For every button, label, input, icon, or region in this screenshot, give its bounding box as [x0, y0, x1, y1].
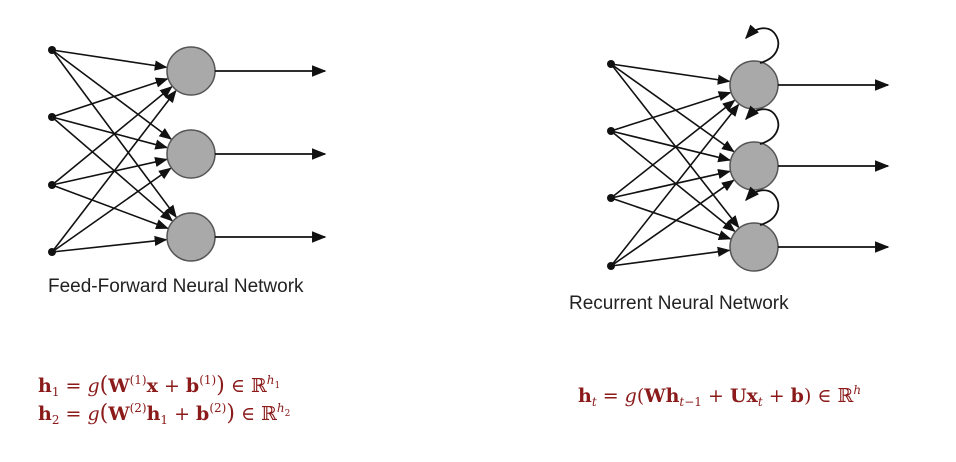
recurrent-equation: ht = g(Wht−1 + Uxt + b) ∈ ℝh	[578, 383, 862, 409]
hidden-node	[729, 60, 779, 110]
recurrent-loop-arrow	[745, 186, 780, 226]
connection-arrow	[51, 116, 169, 150]
connection-arrow	[51, 235, 168, 253]
connection-arrow	[610, 130, 736, 233]
connection-arrow	[51, 116, 174, 222]
input-node	[607, 60, 615, 68]
connection-arrow	[610, 103, 740, 267]
feedforward-caption: Feed-Forward Neural Network	[48, 276, 304, 297]
hidden-node	[166, 129, 216, 179]
hidden-node	[729, 141, 779, 191]
connection-arrow	[51, 49, 168, 71]
hidden-node	[166, 212, 216, 262]
connection-arrow	[51, 156, 168, 186]
connection-arrow	[51, 184, 169, 229]
feedforward-network	[48, 46, 327, 262]
input-node	[48, 113, 56, 121]
connection-arrow	[610, 91, 732, 132]
feedforward-equation-h2: h2 = g(W(2)h1 + b(2)) ∈ ℝh2	[38, 401, 291, 427]
connection-arrow	[51, 86, 173, 186]
recurrent-loop-arrow	[745, 105, 780, 145]
connection-arrow	[610, 63, 735, 153]
input-node	[48, 46, 56, 54]
connection-arrow	[610, 197, 732, 241]
connection-arrow	[51, 49, 173, 140]
connection-arrow	[610, 99, 736, 199]
connection-arrow	[610, 63, 740, 229]
recurrent-loop-arrow	[745, 24, 780, 64]
hidden-node	[729, 222, 779, 272]
connection-arrow	[610, 63, 731, 85]
hidden-node	[166, 46, 216, 96]
input-node	[48, 248, 56, 256]
input-node	[607, 194, 615, 202]
input-node	[607, 127, 615, 135]
recurrent-network	[607, 24, 890, 272]
connection-arrow	[51, 77, 169, 118]
connection-arrow	[51, 89, 177, 253]
connection-arrow	[610, 179, 735, 267]
input-node	[607, 262, 615, 270]
connection-arrow	[610, 246, 731, 267]
input-node	[48, 181, 56, 189]
recurrent-caption: Recurrent Neural Network	[569, 293, 789, 314]
feedforward-equation-h1: h1 = g(W(1)x + b(1)) ∈ ℝh1	[38, 373, 281, 399]
connection-arrow	[51, 167, 172, 253]
connection-arrow	[610, 168, 731, 199]
connection-arrow	[610, 130, 731, 163]
